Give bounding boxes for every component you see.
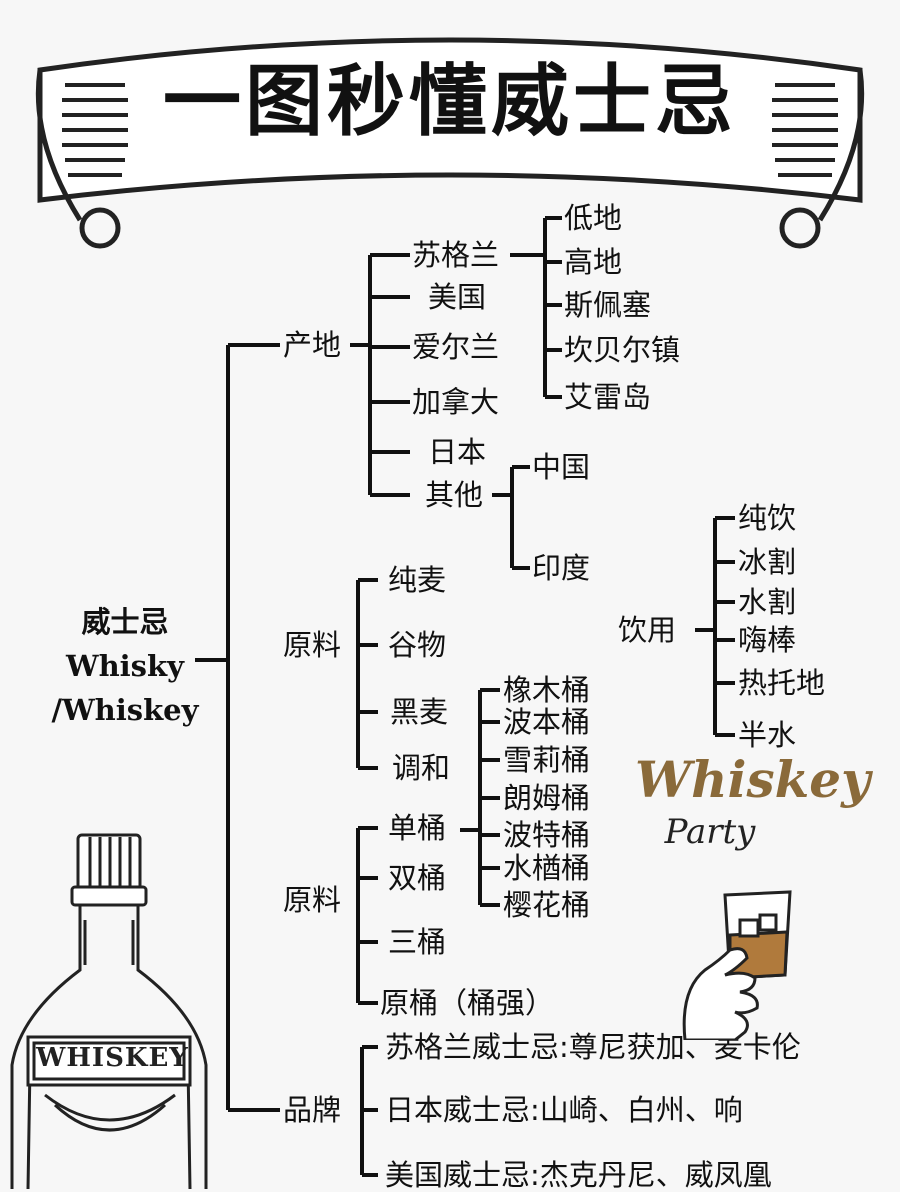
cask-type-label: 原料 bbox=[283, 883, 342, 917]
party-script: Party bbox=[664, 812, 756, 852]
cask-type-node: 三桶 bbox=[388, 925, 447, 959]
cask-node: 橡木桶 bbox=[503, 673, 591, 707]
drinking-method: 冰割 bbox=[738, 545, 797, 579]
cask-node: 波本桶 bbox=[503, 705, 591, 739]
cask-node: 樱花桶 bbox=[503, 888, 591, 922]
country-node: 苏格兰 bbox=[412, 238, 500, 272]
material-node: 谷物 bbox=[388, 628, 447, 662]
cask-type-node: 原桶（桶强） bbox=[380, 986, 555, 1020]
country-node: 美国 bbox=[428, 280, 487, 314]
page-title: 一图秒懂威士忌 bbox=[162, 57, 737, 147]
drinking-method: 嗨棒 bbox=[738, 623, 797, 657]
region-node: 低地 bbox=[564, 201, 623, 235]
other-country-node: 印度 bbox=[532, 551, 591, 585]
root-label-zh: 威士忌 bbox=[81, 605, 169, 639]
region-node: 坎贝尔镇 bbox=[564, 333, 681, 367]
whiskey-party-logo: Whiskey bbox=[635, 750, 871, 809]
brand-item: 日本威士忌:山崎、白州、响 bbox=[385, 1093, 743, 1127]
hand-glass-illustration bbox=[682, 890, 792, 1040]
material-node: 纯麦 bbox=[388, 563, 447, 597]
drinking-method: 纯饮 bbox=[738, 501, 797, 535]
cask-type-node: 单桶 bbox=[388, 811, 447, 845]
cask-node: 水楢桶 bbox=[503, 851, 591, 885]
region-node: 斯佩塞 bbox=[564, 288, 652, 322]
region-node: 高地 bbox=[564, 245, 623, 279]
country-node: 其他 bbox=[425, 478, 484, 512]
drinking-method: 热托地 bbox=[738, 666, 826, 700]
brands-label: 品牌 bbox=[283, 1093, 342, 1127]
drinking-label: 饮用 bbox=[618, 613, 677, 647]
country-node: 加拿大 bbox=[412, 385, 500, 419]
region-node: 艾雷岛 bbox=[564, 380, 652, 414]
origin-label: 产地 bbox=[283, 328, 342, 362]
root-node: 威士忌 Whisky /Whiskey bbox=[30, 600, 220, 732]
cask-node: 波特桶 bbox=[503, 818, 591, 852]
cask-node: 雪莉桶 bbox=[503, 743, 591, 777]
cask-type-node: 双桶 bbox=[388, 861, 447, 895]
material-label: 原料 bbox=[283, 628, 342, 662]
drinking-method: 半水 bbox=[738, 718, 797, 752]
title-banner bbox=[35, 37, 865, 249]
bottle-label: WHISKEY bbox=[36, 1043, 189, 1073]
country-node: 日本 bbox=[428, 435, 487, 469]
drinking-method: 水割 bbox=[738, 585, 797, 619]
country-node: 爱尔兰 bbox=[412, 330, 500, 364]
root-label-whiskey: /Whiskey bbox=[51, 693, 199, 727]
other-country-node: 中国 bbox=[532, 450, 591, 484]
whiskey-bottle-illustration bbox=[10, 833, 208, 1189]
material-node: 黑麦 bbox=[390, 695, 449, 729]
cask-node: 朗姆桶 bbox=[503, 781, 591, 815]
material-node: 调和 bbox=[392, 751, 451, 785]
brand-item: 美国威士忌:杰克丹尼、威凤凰 bbox=[385, 1158, 772, 1192]
root-label-whisky: Whisky bbox=[66, 649, 184, 683]
